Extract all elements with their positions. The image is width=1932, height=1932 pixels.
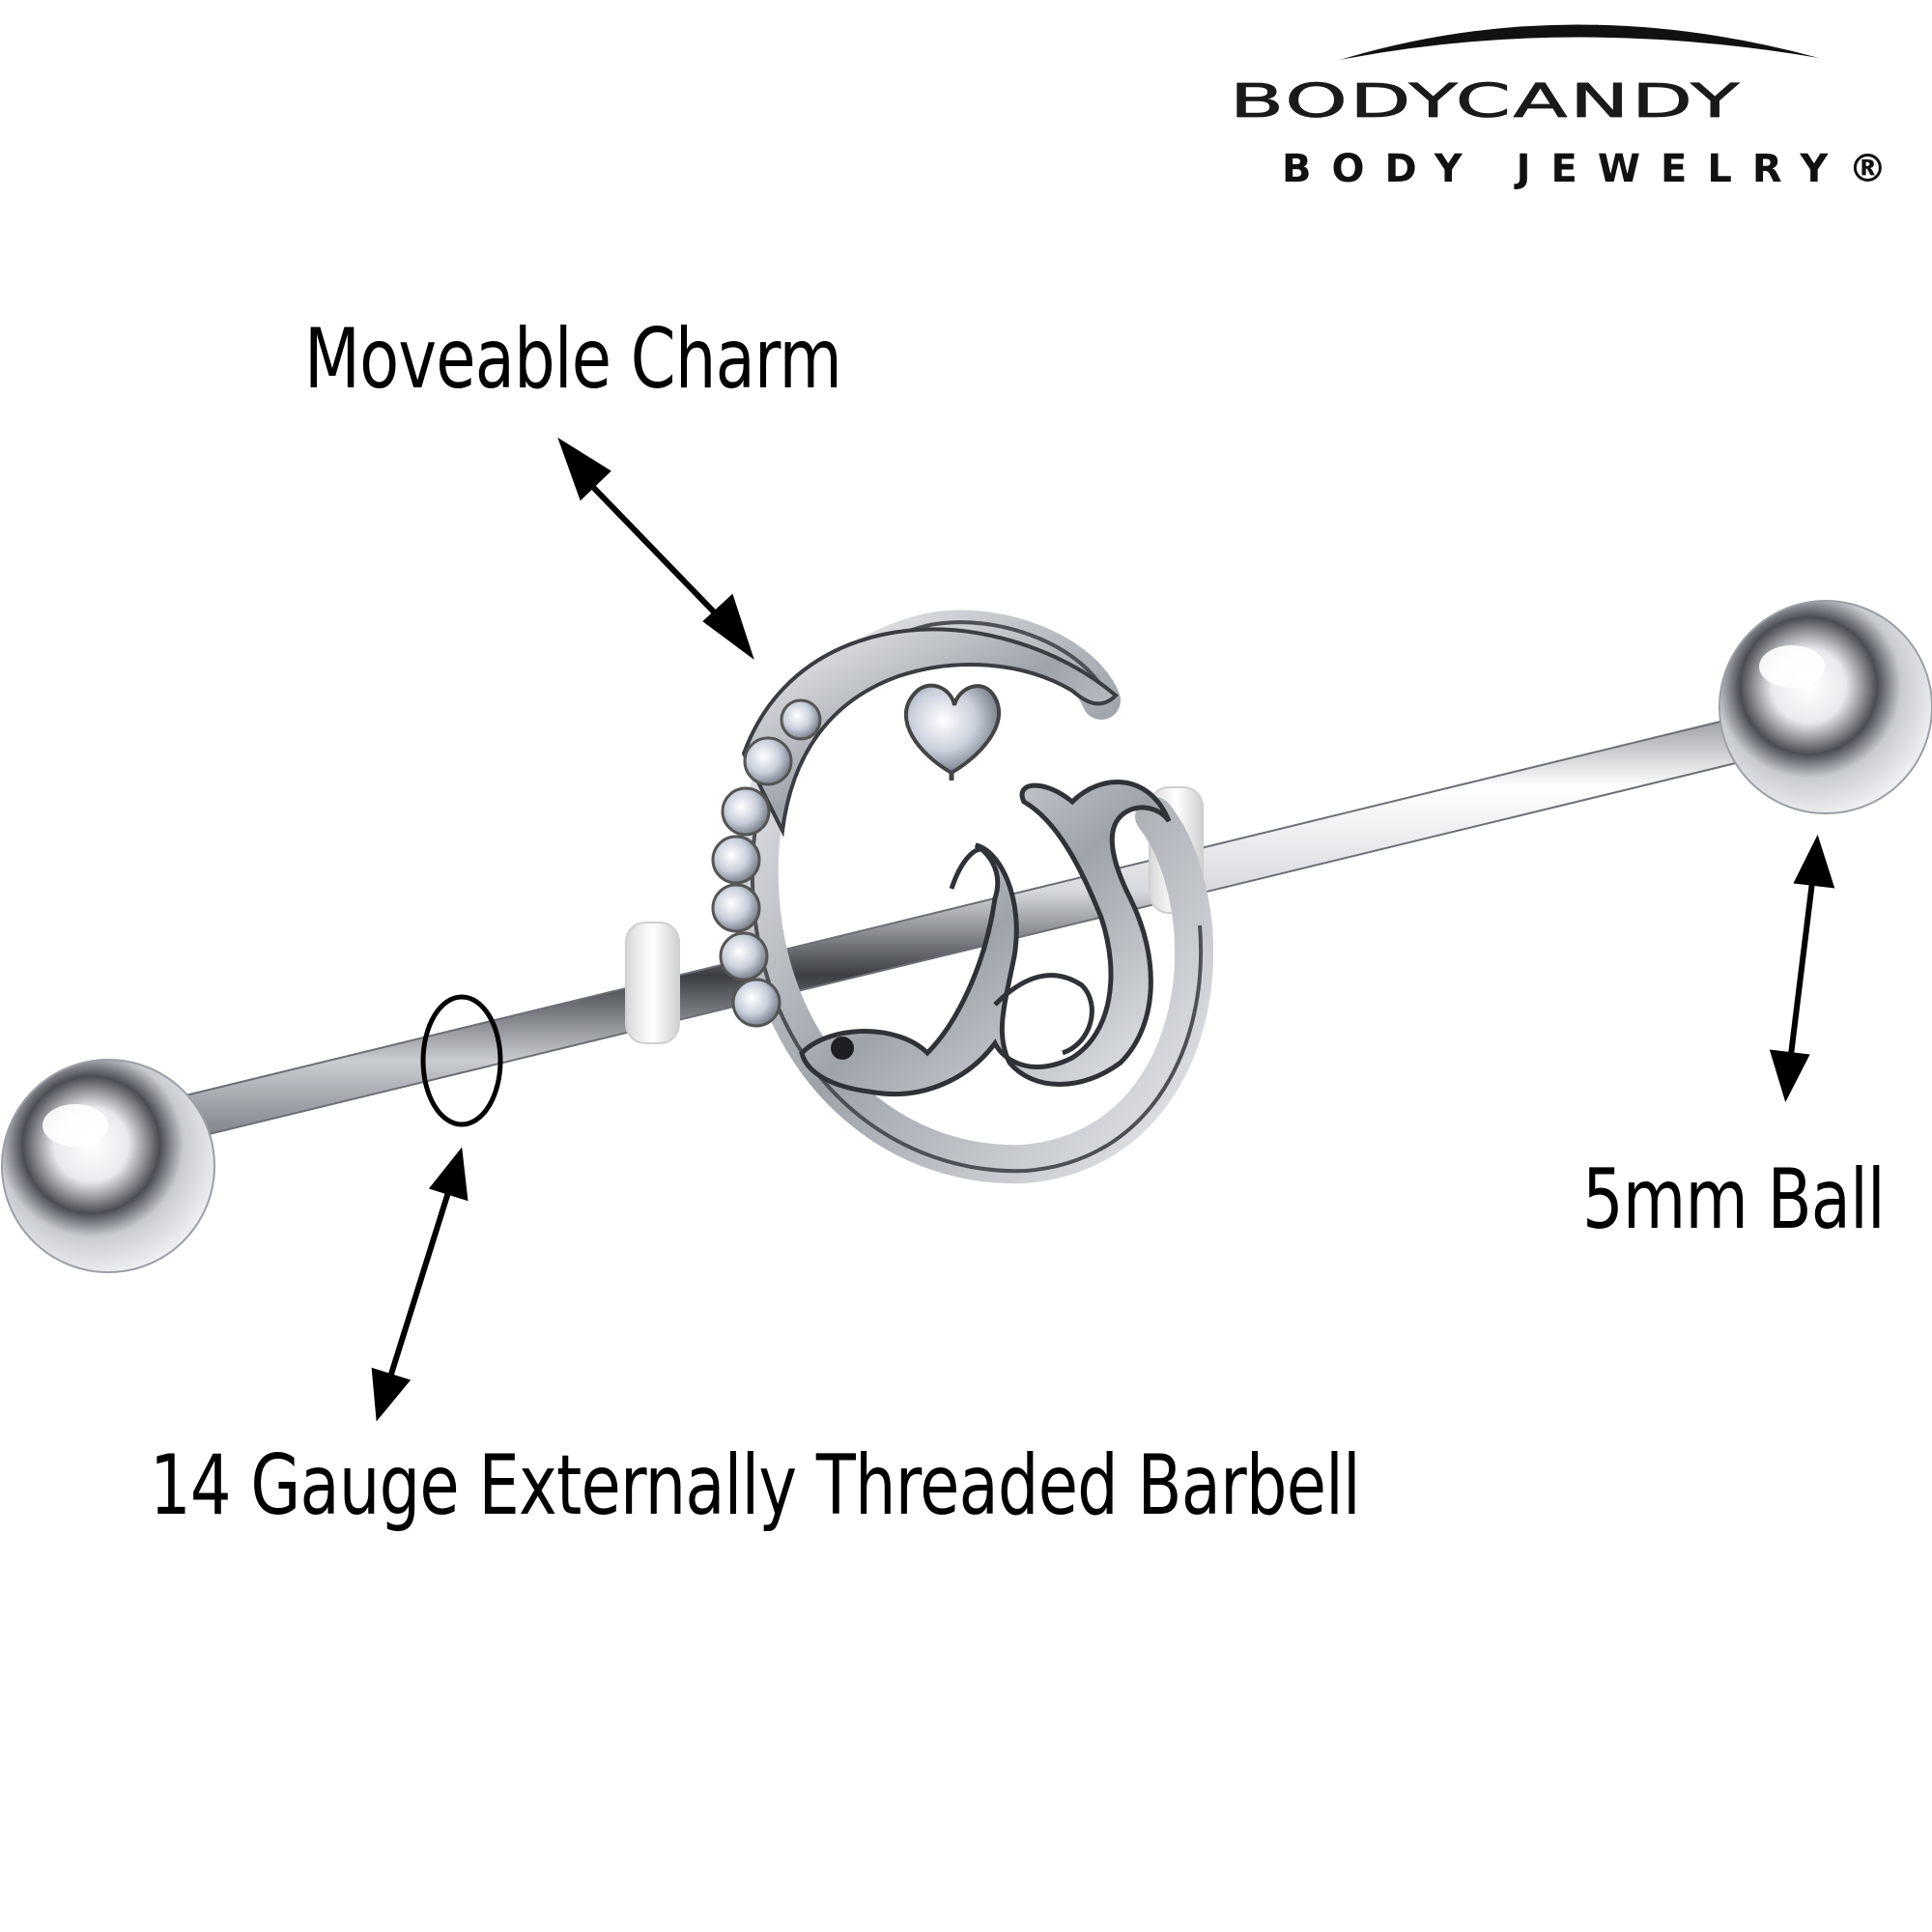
callout-barbell-gauge: 14 Gauge Externally Threaded Barbell (150, 1437, 1361, 1534)
heart-gem (903, 683, 1001, 781)
left-ball (1, 1059, 215, 1273)
moon-charm (711, 610, 1213, 1184)
callout-moveable-charm: Moveable Charm (304, 311, 842, 408)
ball-arrow-icon (1769, 835, 1835, 1102)
brand-logo: BODYCANDY BODY JEWELRY® (1222, 10, 1927, 203)
brand-name: BODYCANDY (1229, 73, 1742, 129)
barbell-shaft (180, 708, 1781, 1140)
brand-tagline: BODY JEWELRY® (1282, 147, 1908, 191)
callout-ball-size: 5mm Ball (1582, 1151, 1886, 1248)
mermaid-figure (799, 780, 1172, 1097)
right-ball (1719, 600, 1932, 814)
barbell-arrow-icon (371, 1147, 469, 1422)
left-washer (625, 922, 680, 1044)
gauge-ring-icon (420, 994, 503, 1127)
crystal-row (711, 698, 822, 1028)
charm-arrow-icon (557, 437, 754, 661)
brand-swoosh-icon (1340, 24, 1819, 60)
